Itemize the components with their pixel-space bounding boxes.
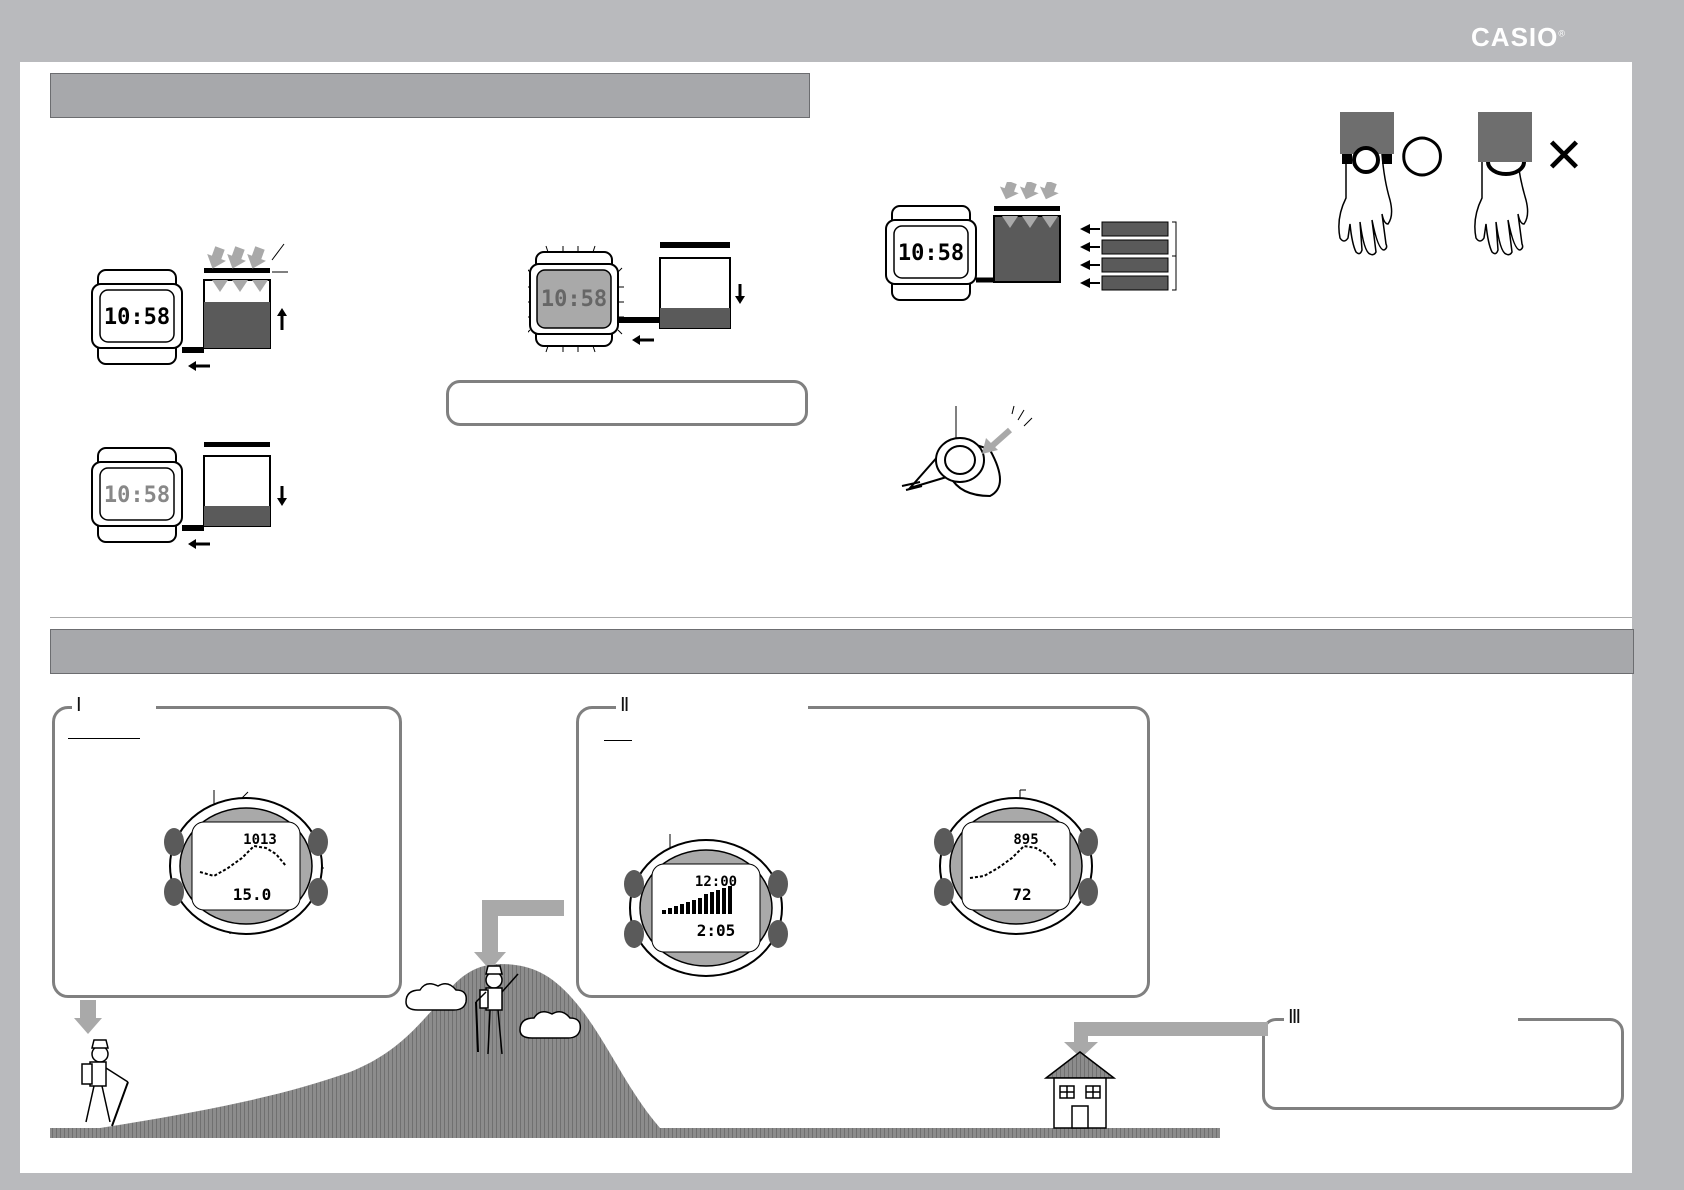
light-arrow-icon (982, 427, 1012, 454)
phase1-label: Ⅰ (72, 694, 156, 717)
arrow-down-icon (735, 284, 745, 304)
wrist-position-ok: ○ (1338, 112, 1445, 256)
section-header-bar-bottom (50, 629, 1634, 674)
manual-page: 10:58 10:58 (20, 62, 1634, 1173)
watch-face-phase1: 1013 15.0 (164, 790, 328, 935)
arrow-left-icon (188, 361, 210, 371)
bar-graph (662, 886, 732, 914)
cloud-icon (405, 983, 582, 1039)
bent-arrow-icon (474, 900, 564, 970)
level-indicators (1080, 221, 1177, 291)
readout-elapsed: 2:05 (697, 921, 736, 940)
readout-pressure: 1013 (243, 832, 277, 848)
watch-face-phase2-graph: 12:00 2:05 (624, 834, 788, 977)
charging-diagram-dark: 10:58 (91, 442, 287, 549)
arrow-left-icon (188, 539, 210, 549)
mountain (100, 964, 660, 1128)
phase1-underline (68, 738, 140, 739)
ok-icon: ○ (1399, 123, 1444, 183)
watch-time-flashing: 10:58 (541, 287, 607, 312)
watch-time: 10:58 (104, 305, 170, 330)
watch-face-phase2-altitude: 895 72 (934, 789, 1098, 935)
arrow-left-icon (632, 335, 654, 345)
down-arrow-icon-phase1 (74, 1000, 102, 1034)
mountain-landscape-illustration (50, 900, 1268, 1138)
hiker-start-icon (81, 1039, 129, 1127)
casio-logo: CASIO® (1471, 22, 1566, 52)
hiker-summit-icon (475, 965, 519, 1055)
readout-time: 12:00 (695, 874, 737, 890)
readout-bottom-value: 72 (1012, 885, 1031, 904)
charging-levels-diagram: 10:58 (885, 182, 1177, 301)
house-arrow-icon (1064, 1022, 1268, 1058)
phase2-underline (604, 740, 632, 741)
watch-icon: 10:58 (91, 269, 183, 365)
readout-altitude: 895 (1013, 832, 1038, 848)
section-header-bar-top (50, 73, 810, 118)
wrist-watch-sunlight-illustration (901, 405, 1033, 498)
ng-icon: ✕ (1544, 128, 1584, 184)
charging-diagram-light: 10:58 (91, 243, 288, 371)
arrow-down-icon (277, 486, 287, 506)
watch-time-levels: 10:58 (898, 241, 964, 266)
house-icon (1043, 1051, 1117, 1129)
ground (50, 1128, 1220, 1138)
sunlight-arrows-icon (203, 244, 270, 273)
phase2-label: Ⅱ (616, 694, 808, 717)
wrist-position-ng: ✕ (1474, 112, 1584, 256)
phase2-frame (576, 706, 1150, 998)
phase1-frame (52, 706, 402, 998)
section-divider (50, 617, 1632, 618)
readout-temperature: 15.0 (233, 885, 272, 904)
low-charge-diagram: 10:58 (528, 242, 745, 353)
phase3-label: Ⅲ (1284, 1006, 1518, 1029)
arrow-up-icon (277, 308, 287, 330)
note-box (446, 380, 808, 426)
watch-time-dim: 10:58 (104, 483, 170, 508)
